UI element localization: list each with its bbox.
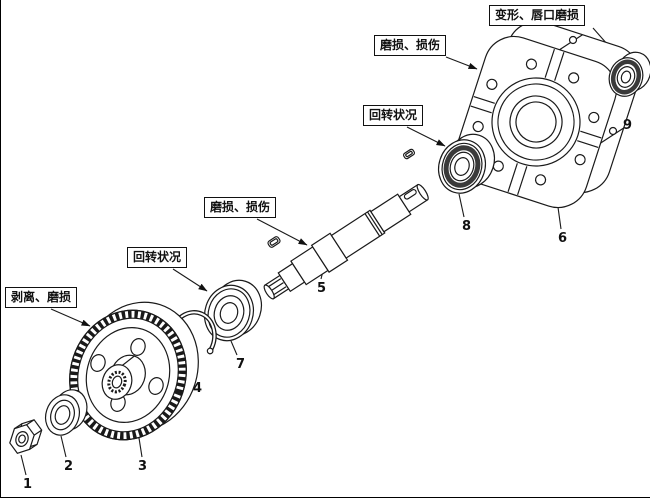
- callout-rotation-bearing-8: 回转状况: [363, 105, 424, 127]
- oil-seal-part-9: [608, 51, 650, 97]
- washer-part-2: [44, 389, 88, 436]
- bearing-part-7: [203, 279, 263, 342]
- callout-label: 回转状况: [369, 108, 418, 122]
- part-number-9: 9: [623, 118, 633, 133]
- part-number-6: 6: [558, 231, 568, 246]
- callout-deformation-lip-wear: 变形、唇口磨损: [489, 5, 586, 27]
- callout-label: 磨损、损伤: [380, 38, 441, 52]
- callout-rotation-bearing-7: 回转状况: [127, 247, 188, 269]
- callout-label: 变形、唇口磨损: [495, 8, 580, 22]
- part-number-7: 7: [236, 357, 246, 372]
- callout-wear-damage-shaft: 磨损、损伤: [204, 197, 277, 219]
- gear-part-3: [69, 301, 199, 441]
- part-number-8: 8: [462, 219, 472, 234]
- nut-part-1: [9, 419, 43, 454]
- callout-label: 回转状况: [133, 250, 182, 264]
- callout-label: 剥离、磨损: [11, 290, 72, 304]
- part-number-5: 5: [317, 281, 327, 296]
- bearing-part-8: [437, 133, 496, 194]
- callout-wear-damage-housing: 磨损、损伤: [374, 35, 447, 57]
- shaft-part-5: [263, 183, 429, 300]
- housing-part-6: [455, 20, 640, 209]
- callout-label: 磨损、损伤: [210, 200, 271, 214]
- part-number-3: 3: [138, 459, 148, 474]
- part-number-2: 2: [64, 459, 74, 474]
- woodruff-key-2: [402, 148, 416, 160]
- woodruff-key-1: [267, 236, 281, 248]
- part-number-1: 1: [23, 477, 33, 492]
- part-number-4: 4: [193, 381, 203, 396]
- callout-leader-lines: [50, 27, 616, 327]
- callout-peeling-wear-gear: 剥离、磨损: [5, 287, 78, 309]
